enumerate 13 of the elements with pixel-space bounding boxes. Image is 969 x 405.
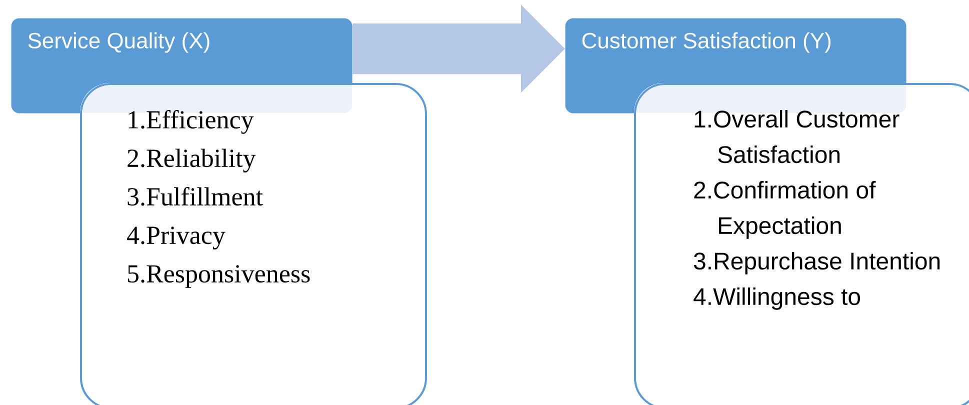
list-item: 4.Willingness to [694,287,860,310]
list-item: 1.Overall Customer Satisfaction [694,110,900,164]
header-text: Service Quality (X) [28,32,210,53]
list-item: 2.Confirmation of Expectation [694,180,876,239]
list-box [634,83,969,405]
list-item: 2.Reliability [128,148,256,172]
list-item: 3.Fulfillment [128,187,263,206]
list-box [80,83,427,405]
list-item: 1.Efficiency [128,110,254,134]
header-text: Customer Satisfaction (Y) [582,32,830,53]
list-item: 4.Privacy [127,226,226,250]
list-item: 3.Repurchase Intention [694,252,940,274]
list-item: 5.Responsiveness [128,265,310,288]
